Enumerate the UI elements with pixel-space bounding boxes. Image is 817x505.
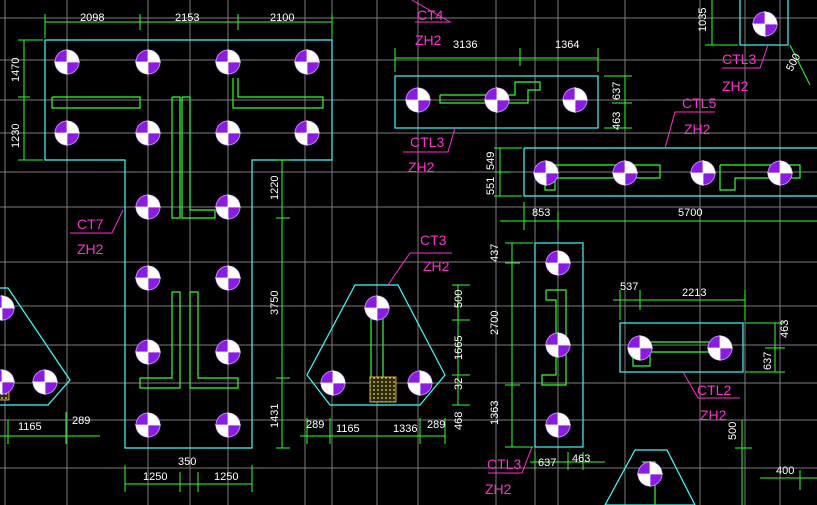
dim-1665: 1665 xyxy=(453,336,465,360)
ct4-name: CT4 xyxy=(417,7,444,23)
dim-551: 551 xyxy=(485,177,497,195)
dim-463-vertical: 463 xyxy=(572,453,590,465)
dim-289-ct3-right: 289 xyxy=(427,419,445,431)
dim-1220: 1220 xyxy=(269,176,281,200)
dim-468: 468 xyxy=(453,412,465,430)
dim-853: 853 xyxy=(532,207,550,219)
dim-289-ct3-left: 289 xyxy=(306,419,324,431)
ct3-mark: ZH2 xyxy=(423,258,450,274)
dim-400: 400 xyxy=(776,465,794,477)
cap-ctl3-vertical[interactable] xyxy=(534,242,584,448)
cap-ctl3-top[interactable] xyxy=(394,75,599,129)
dim-1336: 1336 xyxy=(393,423,417,435)
ctl3-top-label-group: CTL3 ZH2 xyxy=(403,127,456,175)
ct4-label-group: CT4 ZH2 xyxy=(411,0,452,48)
ctl5-dimensions: 549 551 853 5700 xyxy=(485,147,817,230)
cap-ctl5[interactable] xyxy=(523,147,817,197)
dim-500-topright: 500 xyxy=(784,52,803,74)
dim-637-vertical: 637 xyxy=(538,457,556,469)
dim-463-top: 463 xyxy=(611,112,623,130)
ctl3-top-mark: ZH2 xyxy=(408,159,435,175)
cap-left-partial[interactable] xyxy=(0,287,71,406)
dim-1165-ct3: 1165 xyxy=(336,423,360,435)
ctl2-mark: ZH2 xyxy=(700,407,727,423)
dim-637-ctl2: 637 xyxy=(762,352,774,370)
dim-2100: 2100 xyxy=(270,12,294,24)
ct4-mark: ZH2 xyxy=(415,32,442,48)
dim-2700: 2700 xyxy=(489,311,501,335)
topright-dimensions: 1035 500 xyxy=(697,0,811,86)
ct7-label-group: CT7 ZH2 xyxy=(70,209,124,257)
dim-537: 537 xyxy=(620,281,638,293)
dim-2098: 2098 xyxy=(80,12,104,24)
dim-463-ctl2: 463 xyxy=(779,320,791,338)
cap-bottom-partial[interactable] xyxy=(604,449,696,505)
ctl3-top-dimensions: 637 463 xyxy=(604,75,632,130)
top-dimension-3136-1364: 3136 1364 xyxy=(394,39,599,72)
ctl2-dimensions: 537 2213 463 637 xyxy=(613,281,791,373)
ctl3-vertical-dimensions: 437 2700 1363 637 463 xyxy=(489,242,605,470)
ctl3-topright-name: CTL3 xyxy=(722,51,756,67)
dim-289-left: 289 xyxy=(72,415,90,427)
cap-ctl2[interactable] xyxy=(619,322,744,373)
dim-437: 437 xyxy=(489,244,501,262)
dim-1470: 1470 xyxy=(10,58,22,82)
cap-ct7[interactable] xyxy=(44,39,333,449)
dim-2153: 2153 xyxy=(175,12,199,24)
bottom-right-dimensions: 500 400 xyxy=(727,420,817,505)
ctl3-vertical-mark: ZH2 xyxy=(485,481,512,497)
dim-1431: 1431 xyxy=(269,404,281,428)
dim-3136: 3136 xyxy=(453,39,477,51)
dim-1250-right: 1250 xyxy=(214,471,238,483)
ctl3-vertical-label-group: CTL3 ZH2 xyxy=(485,446,533,497)
ctl5-label-group: CTL5 ZH2 xyxy=(664,95,716,149)
dim-1165-left: 1165 xyxy=(18,421,42,433)
dim-1230: 1230 xyxy=(10,124,22,148)
dim-1364: 1364 xyxy=(555,39,579,51)
dim-3750: 3750 xyxy=(269,291,281,315)
ct3-name: CT3 xyxy=(420,232,447,248)
ctl5-name: CTL5 xyxy=(682,95,716,111)
ctl2-name: CTL2 xyxy=(697,382,731,398)
ctl3-vertical-name: CTL3 xyxy=(487,456,521,472)
dim-32: 32 xyxy=(453,378,465,390)
dim-549: 549 xyxy=(485,152,497,170)
dim-637-top: 637 xyxy=(611,82,623,100)
ct3-label-group: CT3 ZH2 xyxy=(387,232,452,286)
dim-1035: 1035 xyxy=(697,8,709,32)
ct7-dimensions: 2098 2153 2100 1470 1230 1220 3750 1431 … xyxy=(10,12,333,492)
dim-5700: 5700 xyxy=(678,207,702,219)
dim-350: 350 xyxy=(178,456,196,468)
cap-ctl3-topright[interactable] xyxy=(739,0,789,46)
dim-2213: 2213 xyxy=(682,287,706,299)
dim-500-ct3: 500 xyxy=(453,290,465,308)
dim-1363: 1363 xyxy=(489,401,501,425)
cap-ct3[interactable] xyxy=(306,284,446,406)
ct7-mark: ZH2 xyxy=(77,241,104,257)
ctl3-topright-label-group: CTL3 ZH2 xyxy=(722,44,769,94)
dim-500-bottom: 500 xyxy=(727,422,739,440)
left-partial-dimensions: 1165 289 xyxy=(0,412,100,444)
ct7-name: CT7 xyxy=(77,216,104,232)
ct3-dimensions: 500 1665 32 468 289 1165 1336 289 xyxy=(300,284,470,444)
ctl3-top-name: CTL3 xyxy=(410,134,444,150)
ctl5-mark: ZH2 xyxy=(684,121,711,137)
ctl2-label-group: CTL2 ZH2 xyxy=(682,371,740,423)
dim-1250-left: 1250 xyxy=(143,471,167,483)
ctl3-topright-mark: ZH2 xyxy=(722,78,749,94)
